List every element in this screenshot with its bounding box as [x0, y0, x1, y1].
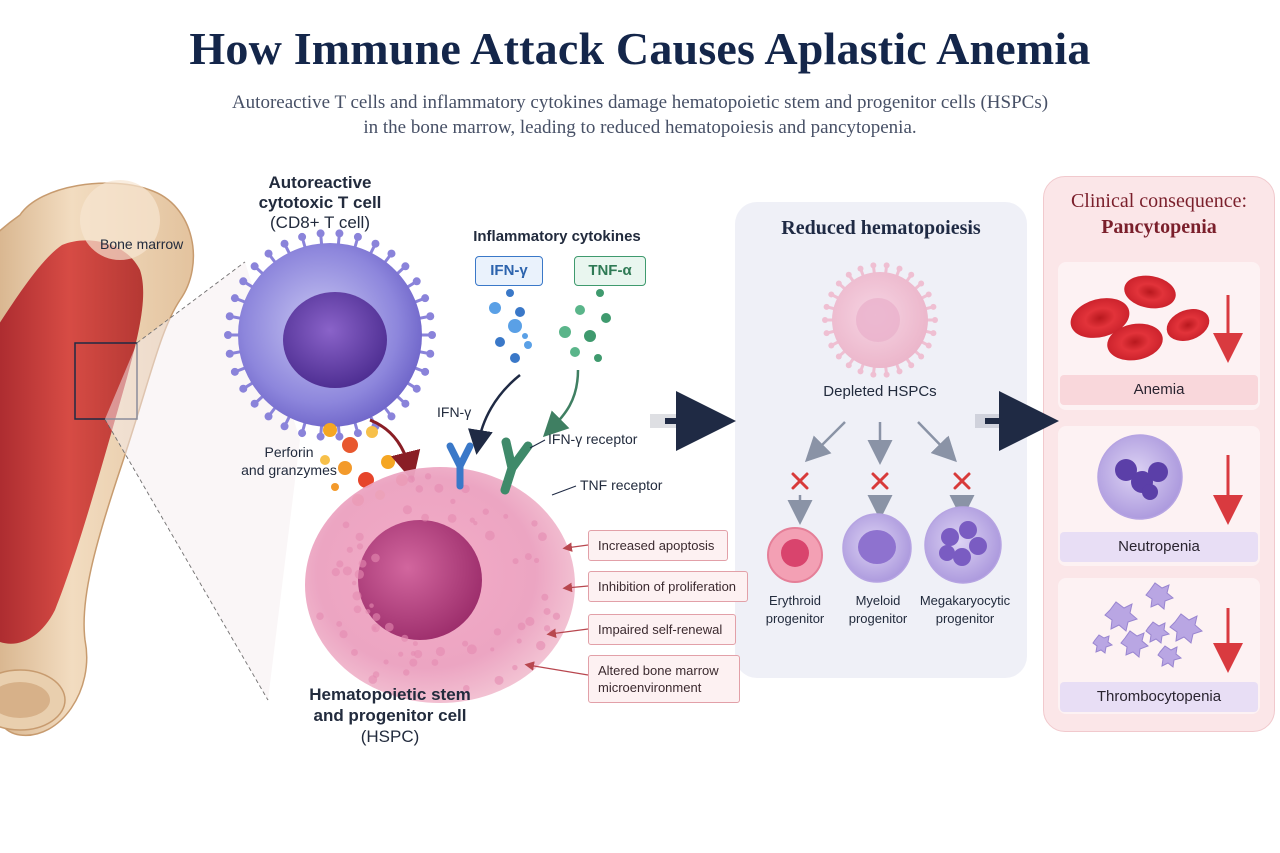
neutrophil-cell — [1098, 435, 1182, 519]
tnf-receptor-icon — [505, 442, 528, 490]
perforin-label-line-2: and granzymes — [234, 461, 344, 479]
myeloid-progenitor-nucleus — [858, 530, 896, 564]
flow-arrow-1 — [650, 414, 712, 428]
myeloid-label-line-2: progenitor — [833, 610, 923, 628]
red-blood-cells — [1066, 272, 1214, 365]
perforin-label-line-1: Perforin — [234, 443, 344, 461]
effect-increased-apoptosis: Increased apoptosis — [588, 530, 728, 561]
t-cell-title-line-2: cytotoxic T cell — [220, 193, 420, 213]
flow-arrow-2 — [975, 414, 1035, 428]
cytokines-heading: Inflammatory cytokines — [462, 228, 652, 245]
consequence-heading: Clinical consequence: Pancytopenia — [1043, 188, 1275, 240]
hspc-nucleus — [358, 520, 482, 640]
consequence-heading-line-1: Clinical consequence: — [1043, 188, 1275, 214]
erythroid-label-line-1: Erythroid — [750, 592, 840, 610]
anemia-label: Anemia — [1060, 375, 1258, 405]
effect-altered-microenvironment: Altered bone marrow microenvironment — [588, 655, 740, 703]
ifn-receptor-leader — [530, 440, 545, 448]
x-mark-megakaryocytic — [955, 474, 969, 488]
reduced-hematopoiesis-heading: Reduced hematopoiesis — [735, 217, 1027, 240]
hspc-label-line-2: and progenitor cell — [290, 705, 490, 726]
x-mark-myeloid — [873, 474, 887, 488]
effect-inhibition-of-proliferation: Inhibition of proliferation — [588, 571, 748, 602]
tnf-cytokine-dots — [559, 289, 611, 362]
depleted-hspcs-label: Depleted HSPCs — [800, 383, 960, 400]
hspc-label-line-1: Hematopoietic stem — [290, 684, 490, 705]
x-marks — [793, 474, 969, 488]
ifn-cytokine-dots — [489, 289, 532, 363]
t-cell-title-line-3: (CD8+ T cell) — [220, 213, 420, 233]
megakaryocytic-progenitor-cell — [925, 507, 1001, 583]
hspc-label: Hematopoietic stem and progenitor cell (… — [290, 684, 490, 747]
t-cell-nucleus — [283, 292, 387, 388]
progenitor-arrows — [800, 422, 962, 515]
ifn-gamma-badge: IFN-γ — [475, 256, 543, 286]
t-cell-title-line-1: Autoreactive — [220, 173, 420, 193]
thrombocytopenia-label: Thrombocytopenia — [1060, 682, 1258, 712]
erythroid-progenitor-label: Erythroid progenitor — [750, 592, 840, 628]
erythroid-progenitor-nucleus — [781, 539, 809, 567]
depleted-hspc-nucleus — [856, 298, 900, 342]
tnf-arrow — [550, 370, 578, 430]
megakaryocytic-label-line-1: Megakaryocytic — [913, 592, 1017, 610]
erythroid-label-line-2: progenitor — [750, 610, 840, 628]
platelets — [1093, 583, 1202, 667]
myeloid-progenitor-label: Myeloid progenitor — [833, 592, 923, 628]
myeloid-label-line-1: Myeloid — [833, 592, 923, 610]
perforin-label: Perforin and granzymes — [234, 443, 344, 479]
tnf-alpha-badge: TNF-α — [574, 256, 646, 286]
ifn-receptor-label: IFN-γ receptor — [548, 431, 637, 447]
x-mark-erythroid — [793, 474, 807, 488]
consequence-heading-line-2: Pancytopenia — [1043, 214, 1275, 240]
megakaryocytic-label-line-2: progenitor — [913, 610, 1017, 628]
hspc-label-line-3: (HSPC) — [290, 726, 490, 747]
tnf-receptor-label: TNF receptor — [580, 477, 662, 493]
ifn-arrow — [478, 375, 520, 445]
bone-marrow-label: Bone marrow — [100, 236, 183, 252]
effect-impaired-self-renewal: Impaired self-renewal — [588, 614, 736, 645]
ifn-gamma-small-label: IFN-γ — [437, 404, 471, 420]
megakaryocytic-progenitor-label: Megakaryocytic progenitor — [913, 592, 1017, 628]
neutropenia-label: Neutropenia — [1060, 532, 1258, 562]
tnf-receptor-leader — [552, 486, 576, 495]
t-cell-title: Autoreactive cytotoxic T cell (CD8+ T ce… — [220, 173, 420, 233]
